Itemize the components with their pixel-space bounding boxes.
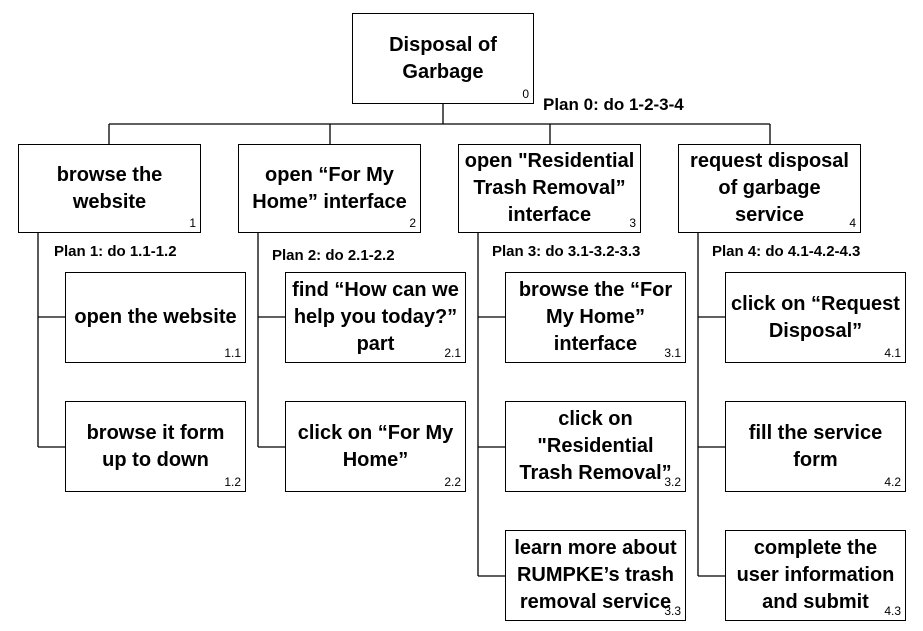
subtask-box-3-3: learn more about RUMPKE’s trash removal …: [505, 530, 686, 621]
task-number-1: 1: [189, 216, 196, 230]
subtask-number-1-2: 1.2: [224, 475, 241, 489]
task-plan-1: Plan 1: do 1.1-1.2: [54, 243, 177, 260]
subtask-box-2-2: click on “For My Home” 2.2: [285, 401, 466, 492]
task-box-1: browse the website 1: [18, 144, 201, 233]
subtask-box-2-1: find “How can we help you today?” part 2…: [285, 272, 466, 363]
task-number-4: 4: [849, 216, 856, 230]
subtask-box-1-2: browse it form up to down 1.2: [65, 401, 246, 492]
subtask-label-3-1: browse the “For My Home” interface: [518, 279, 673, 355]
task-plan-4: Plan 4: do 4.1-4.2-4.3: [712, 243, 861, 260]
subtask-label-4-2: fill the service form: [748, 421, 883, 471]
task-label-1: browse the website: [56, 163, 163, 213]
subtask-label-4-3: complete the user information and submit: [736, 537, 895, 613]
root-task-box: Disposal of Garbage 0: [352, 13, 534, 104]
task-box-3: open "Residential Trash Removal” interfa…: [458, 144, 641, 233]
subtask-number-3-3: 3.3: [664, 604, 681, 618]
subtask-number-4-2: 4.2: [884, 475, 901, 489]
subtask-label-3-3: learn more about RUMPKE’s trash removal …: [514, 537, 677, 613]
subtask-number-3-1: 3.1: [664, 346, 681, 360]
subtask-box-4-2: fill the service form 4.2: [725, 401, 906, 492]
subtask-number-4-1: 4.1: [884, 346, 901, 360]
subtask-box-1-1: open the website 1.1: [65, 272, 246, 363]
task-box-4: request disposal of garbage service 4: [678, 144, 861, 233]
subtask-label-1-1: open the website: [74, 306, 237, 328]
root-task-number: 0: [522, 87, 529, 101]
subtask-number-4-3: 4.3: [884, 604, 901, 618]
subtask-box-3-2: click on "Residential Trash Removal” 3.2: [505, 401, 686, 492]
task-label-3: open "Residential Trash Removal” interfa…: [464, 150, 635, 226]
subtask-label-1-2: browse it form up to down: [86, 421, 225, 471]
subtask-label-4-1: click on “Request Disposal”: [731, 292, 900, 342]
root-plan: Plan 0: do 1-2-3-4: [543, 95, 684, 114]
subtask-number-2-1: 2.1: [444, 346, 461, 360]
task-number-2: 2: [409, 216, 416, 230]
task-box-2: open “For My Home” interface 2: [238, 144, 421, 233]
subtask-label-2-1: find “How can we help you today?” part: [292, 279, 459, 355]
subtask-box-4-1: click on “Request Disposal” 4.1: [725, 272, 906, 363]
subtask-label-2-2: click on “For My Home”: [297, 421, 454, 471]
subtask-number-1-1: 1.1: [224, 346, 241, 360]
task-label-2: open “For My Home” interface: [252, 163, 407, 213]
root-task-label: Disposal of Garbage: [389, 33, 497, 83]
subtask-number-3-2: 3.2: [664, 475, 681, 489]
task-label-4: request disposal of garbage service: [690, 150, 849, 226]
subtask-box-3-1: browse the “For My Home” interface 3.1: [505, 272, 686, 363]
subtask-label-3-2: click on "Residential Trash Removal”: [519, 408, 672, 484]
subtask-box-4-3: complete the user information and submit…: [725, 530, 906, 621]
task-number-3: 3: [629, 216, 636, 230]
task-plan-3: Plan 3: do 3.1-3.2-3.3: [492, 243, 641, 260]
subtask-number-2-2: 2.2: [444, 475, 461, 489]
task-plan-2: Plan 2: do 2.1-2.2: [272, 247, 395, 264]
